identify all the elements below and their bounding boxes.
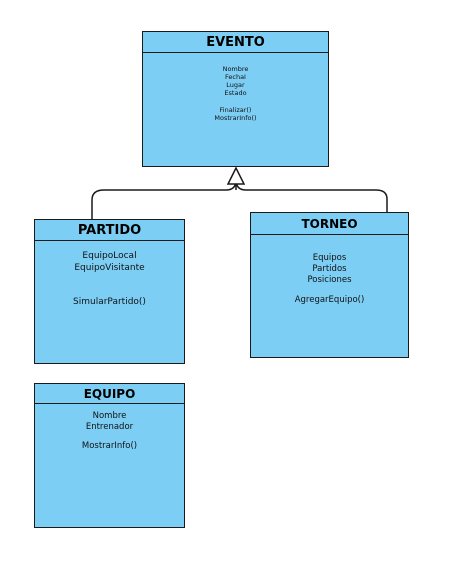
class-partido-title: PARTIDO [35, 220, 184, 241]
attribute: Posiciones [307, 275, 352, 285]
attribute: EquipoLocal [82, 251, 137, 261]
attribute: Partidos [312, 264, 347, 274]
class-torneo[interactable]: TORNEO Equipos Partidos Posiciones Agreg… [250, 212, 409, 358]
attribute: Lugar [226, 81, 245, 89]
attribute: Estado [224, 89, 247, 97]
attribute: FechaI [225, 73, 246, 81]
class-evento-body: Nombre FechaI Lugar Estado Finalizar() M… [143, 53, 328, 122]
attribute: EquipoVisitante [74, 263, 145, 273]
method: SimularPartido() [73, 297, 146, 307]
class-evento[interactable]: EVENTO Nombre FechaI Lugar Estado Finali… [142, 31, 329, 167]
class-evento-title: EVENTO [143, 32, 328, 53]
partido-to-evento-edge [91, 179, 237, 219]
method: MostrarInfo() [81, 441, 138, 451]
method: AgregarEquipo() [294, 295, 365, 305]
attribute: Nombre [92, 411, 127, 421]
class-equipo-title: EQUIPO [35, 384, 184, 404]
class-partido[interactable]: PARTIDO EquipoLocal EquipoVisitante Simu… [34, 219, 185, 364]
torneo-to-evento-edge [235, 179, 388, 212]
class-equipo-body: Nombre Entrenador MostrarInfo() [35, 404, 184, 452]
class-partido-body: EquipoLocal EquipoVisitante SimularParti… [35, 241, 184, 308]
class-torneo-body: Equipos Partidos Posiciones AgregarEquip… [251, 235, 408, 306]
class-equipo[interactable]: EQUIPO Nombre Entrenador MostrarInfo() [34, 383, 185, 528]
generalization-arrowhead [226, 166, 246, 185]
attribute: Equipos [312, 253, 347, 263]
attribute: Entrenador [85, 422, 134, 432]
method: MostrarInfo() [214, 114, 257, 122]
attribute: Nombre [222, 65, 249, 73]
class-torneo-title: TORNEO [251, 213, 408, 235]
method: Finalizar() [219, 106, 252, 114]
